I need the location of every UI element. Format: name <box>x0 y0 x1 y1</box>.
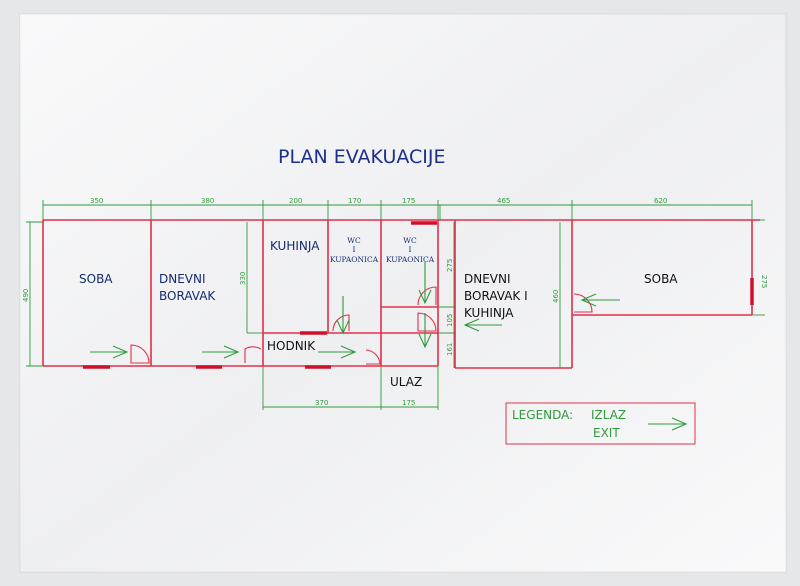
walls <box>42 219 760 369</box>
dim-top-3: 200 <box>289 197 302 205</box>
legend-box: LEGENDA: IZLAZ EXIT <box>505 402 696 445</box>
room-hodnik: HODNIK <box>267 339 316 353</box>
exit-markers <box>83 221 754 369</box>
room-kuhinja: KUHINJA <box>270 239 320 253</box>
room-ulaz: ULAZ <box>390 375 422 389</box>
dim-room-height: 460 <box>552 290 560 303</box>
room-dbk-line2: BORAVAK I <box>464 289 528 303</box>
dim-top-7: 620 <box>654 197 667 205</box>
glare <box>20 14 786 572</box>
dim-top-1: 350 <box>90 197 103 205</box>
dim-right-1: 275 <box>446 259 454 272</box>
doors <box>130 286 593 365</box>
dim-bottom-2: 175 <box>402 399 415 407</box>
dim-top-2: 380 <box>201 197 214 205</box>
legend-exit: EXIT <box>593 426 620 440</box>
legend-izlaz: IZLAZ <box>591 408 626 422</box>
room-dbk-line3: KUHINJA <box>464 306 514 320</box>
room-dbk-line1: DNEVNI <box>464 272 511 286</box>
room-soba-left: SOBA <box>79 272 113 286</box>
room-wc2-line1: WC <box>403 236 417 245</box>
room-wc2-line2: I <box>409 245 412 254</box>
dim-far-right: 275 <box>760 275 768 288</box>
dim-top-4: 170 <box>348 197 361 205</box>
dim-kitchen: 330 <box>239 272 247 285</box>
room-wc1-line1: WC <box>347 236 361 245</box>
dim-top-6: 465 <box>497 197 510 205</box>
dim-top-5: 175 <box>402 197 415 205</box>
room-dnevni-boravak-line1: DNEVNI <box>159 272 206 286</box>
dim-right-3: 161 <box>446 343 454 356</box>
dim-right-2: 105 <box>446 314 454 327</box>
plan-title: PLAN EVAKUACIJE <box>278 146 446 168</box>
legend-arrow-icon <box>648 417 688 431</box>
room-dnevni-boravak-line2: BORAVAK <box>159 289 216 303</box>
dim-bottom-1: 370 <box>315 399 328 407</box>
room-wc1-line3: KUPAONICA <box>330 255 379 264</box>
room-wc2-line3: KUPAONICA <box>386 255 435 264</box>
room-labels: SOBA DNEVNI BORAVAK KUHINJA WC I KUPAONI… <box>79 236 678 389</box>
dimension-labels: 350 380 200 170 175 465 620 370 175 490 … <box>22 197 768 407</box>
room-wc1-line2: I <box>353 245 356 254</box>
room-soba-right: SOBA <box>644 272 678 286</box>
evacuation-arrows <box>90 262 620 359</box>
legend-label: LEGENDA: <box>512 408 573 422</box>
dim-left: 490 <box>22 289 30 302</box>
